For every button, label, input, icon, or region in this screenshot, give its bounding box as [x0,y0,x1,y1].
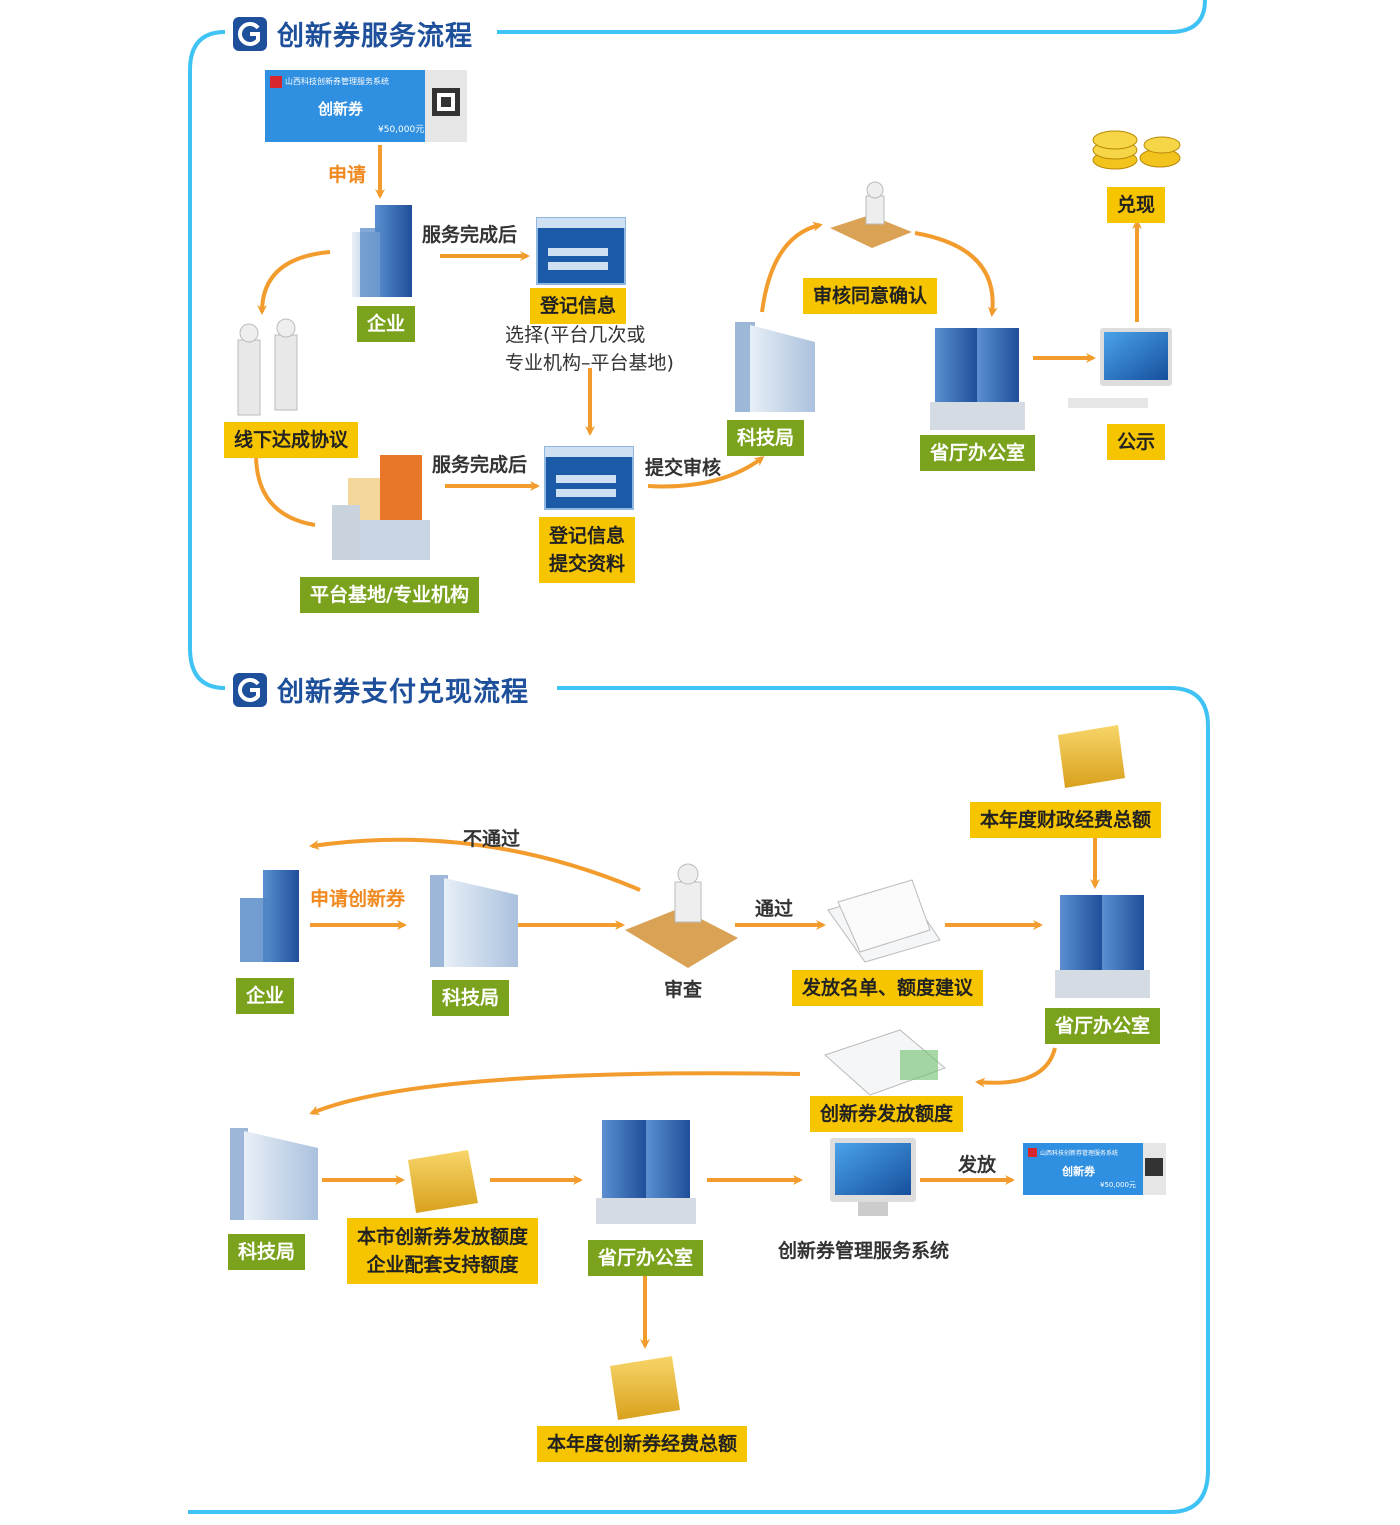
voucher-quota-label: 创新券发放额度 [810,1096,964,1132]
folder-icon [408,1150,478,1213]
apply-voucher-label: 申请创新券 [310,888,406,910]
browser-window-icon [544,446,634,510]
service-done-label: 服务完成后 [432,454,528,476]
voucher-amount: ¥50,000元 [1100,1181,1136,1189]
review-confirm-label: 审核同意确认 [803,278,938,314]
register-submit-label: 登记信息 提交资料 [539,517,636,583]
gold-coins-icon [1092,130,1181,170]
platform-buildings-icon [332,455,430,560]
provincial-office-building-icon [930,328,1025,430]
city-quota-line1: 本市创新券发放额度 [357,1226,529,1248]
voucher-system-name: 山西科技创新券管理服务系统 [1040,1150,1119,1157]
provincial-office-building-icon [1055,895,1150,998]
enterprise-label: 企业 [357,306,416,342]
tech-bureau-building-icon [735,322,815,412]
folder-icon [610,1356,680,1420]
section-title-payment-flow: 创新券支付兑现流程 [225,670,537,709]
review-label: 审查 [664,979,703,1001]
provincial-office-label: 省厅办公室 [588,1240,704,1276]
service-done-label: 服务完成后 [422,224,518,246]
platform-label: 平台基地/专业机构 [300,577,479,613]
voucher-name: 创新券 [1062,1165,1095,1178]
computer-monitor-icon [830,1138,916,1216]
system-label: 创新券管理服务系统 [778,1240,950,1262]
pass-label: 通过 [755,898,794,920]
reviewer-desk-icon [625,863,738,968]
tech-bureau-building-icon [230,1128,318,1220]
register-info-label: 登记信息 [530,288,627,324]
voucher-card-icon [1023,1143,1166,1195]
enterprise-building-icon [352,205,412,297]
annual-fiscal-label: 本年度财政经费总额 [970,802,1162,838]
voucher-system-name: 山西科技创新券管理服务系统 [285,77,389,86]
browser-window-icon [536,217,626,285]
documents-icon [827,879,941,963]
apply-label: 申请 [328,164,367,186]
tech-bureau-label: 科技局 [727,420,805,456]
documents-icon [824,1029,946,1096]
choose-text-line1: 选择(平台几次或 [505,324,646,346]
voucher-card-icon [265,70,467,142]
section-title-text: 创新券服务流程 [277,21,473,52]
brand-logo-icon [233,16,267,51]
offline-agreement-label: 线下达成协议 [224,422,359,458]
tech-bureau-building-icon [430,875,518,967]
provincial-office-building-icon [596,1120,696,1224]
section-title-service-flow: 创新券服务流程 [225,14,481,53]
issue-list-label: 发放名单、额度建议 [792,970,984,1006]
brand-logo-icon [233,672,267,707]
handshake-people-icon [237,318,298,416]
register-submit-line2: 提交资料 [549,553,626,575]
register-submit-line1: 登记信息 [549,525,626,547]
provincial-office-label: 省厅办公室 [920,435,1036,471]
computer-monitor-icon [1068,328,1172,408]
publicize-label: 公示 [1107,424,1166,460]
provincial-office-label: 省厅办公室 [1045,1008,1161,1044]
submit-review-label: 提交审核 [645,457,722,479]
not-pass-label: 不通过 [463,828,521,850]
enterprise-building-icon [240,870,299,962]
cash-out-label: 兑现 [1107,187,1166,223]
tech-bureau-label: 科技局 [432,980,510,1016]
city-quota-line2: 企业配套支持额度 [366,1254,519,1276]
folder-icon [1058,725,1125,788]
section-title-text: 创新券支付兑现流程 [277,677,529,708]
choose-text-line2: 专业机构–平台基地) [505,352,674,374]
enterprise-label: 企业 [236,978,295,1014]
tech-bureau-label: 科技局 [228,1234,306,1270]
reviewer-desk-icon [830,181,912,248]
city-quota-label: 本市创新券发放额度 企业配套支持额度 [347,1218,539,1284]
voucher-amount: ¥50,000元 [378,125,425,135]
voucher-name: 创新券 [318,100,364,118]
annual-voucher-total-label: 本年度创新券经费总额 [537,1426,748,1462]
issue-label: 发放 [958,1154,997,1176]
